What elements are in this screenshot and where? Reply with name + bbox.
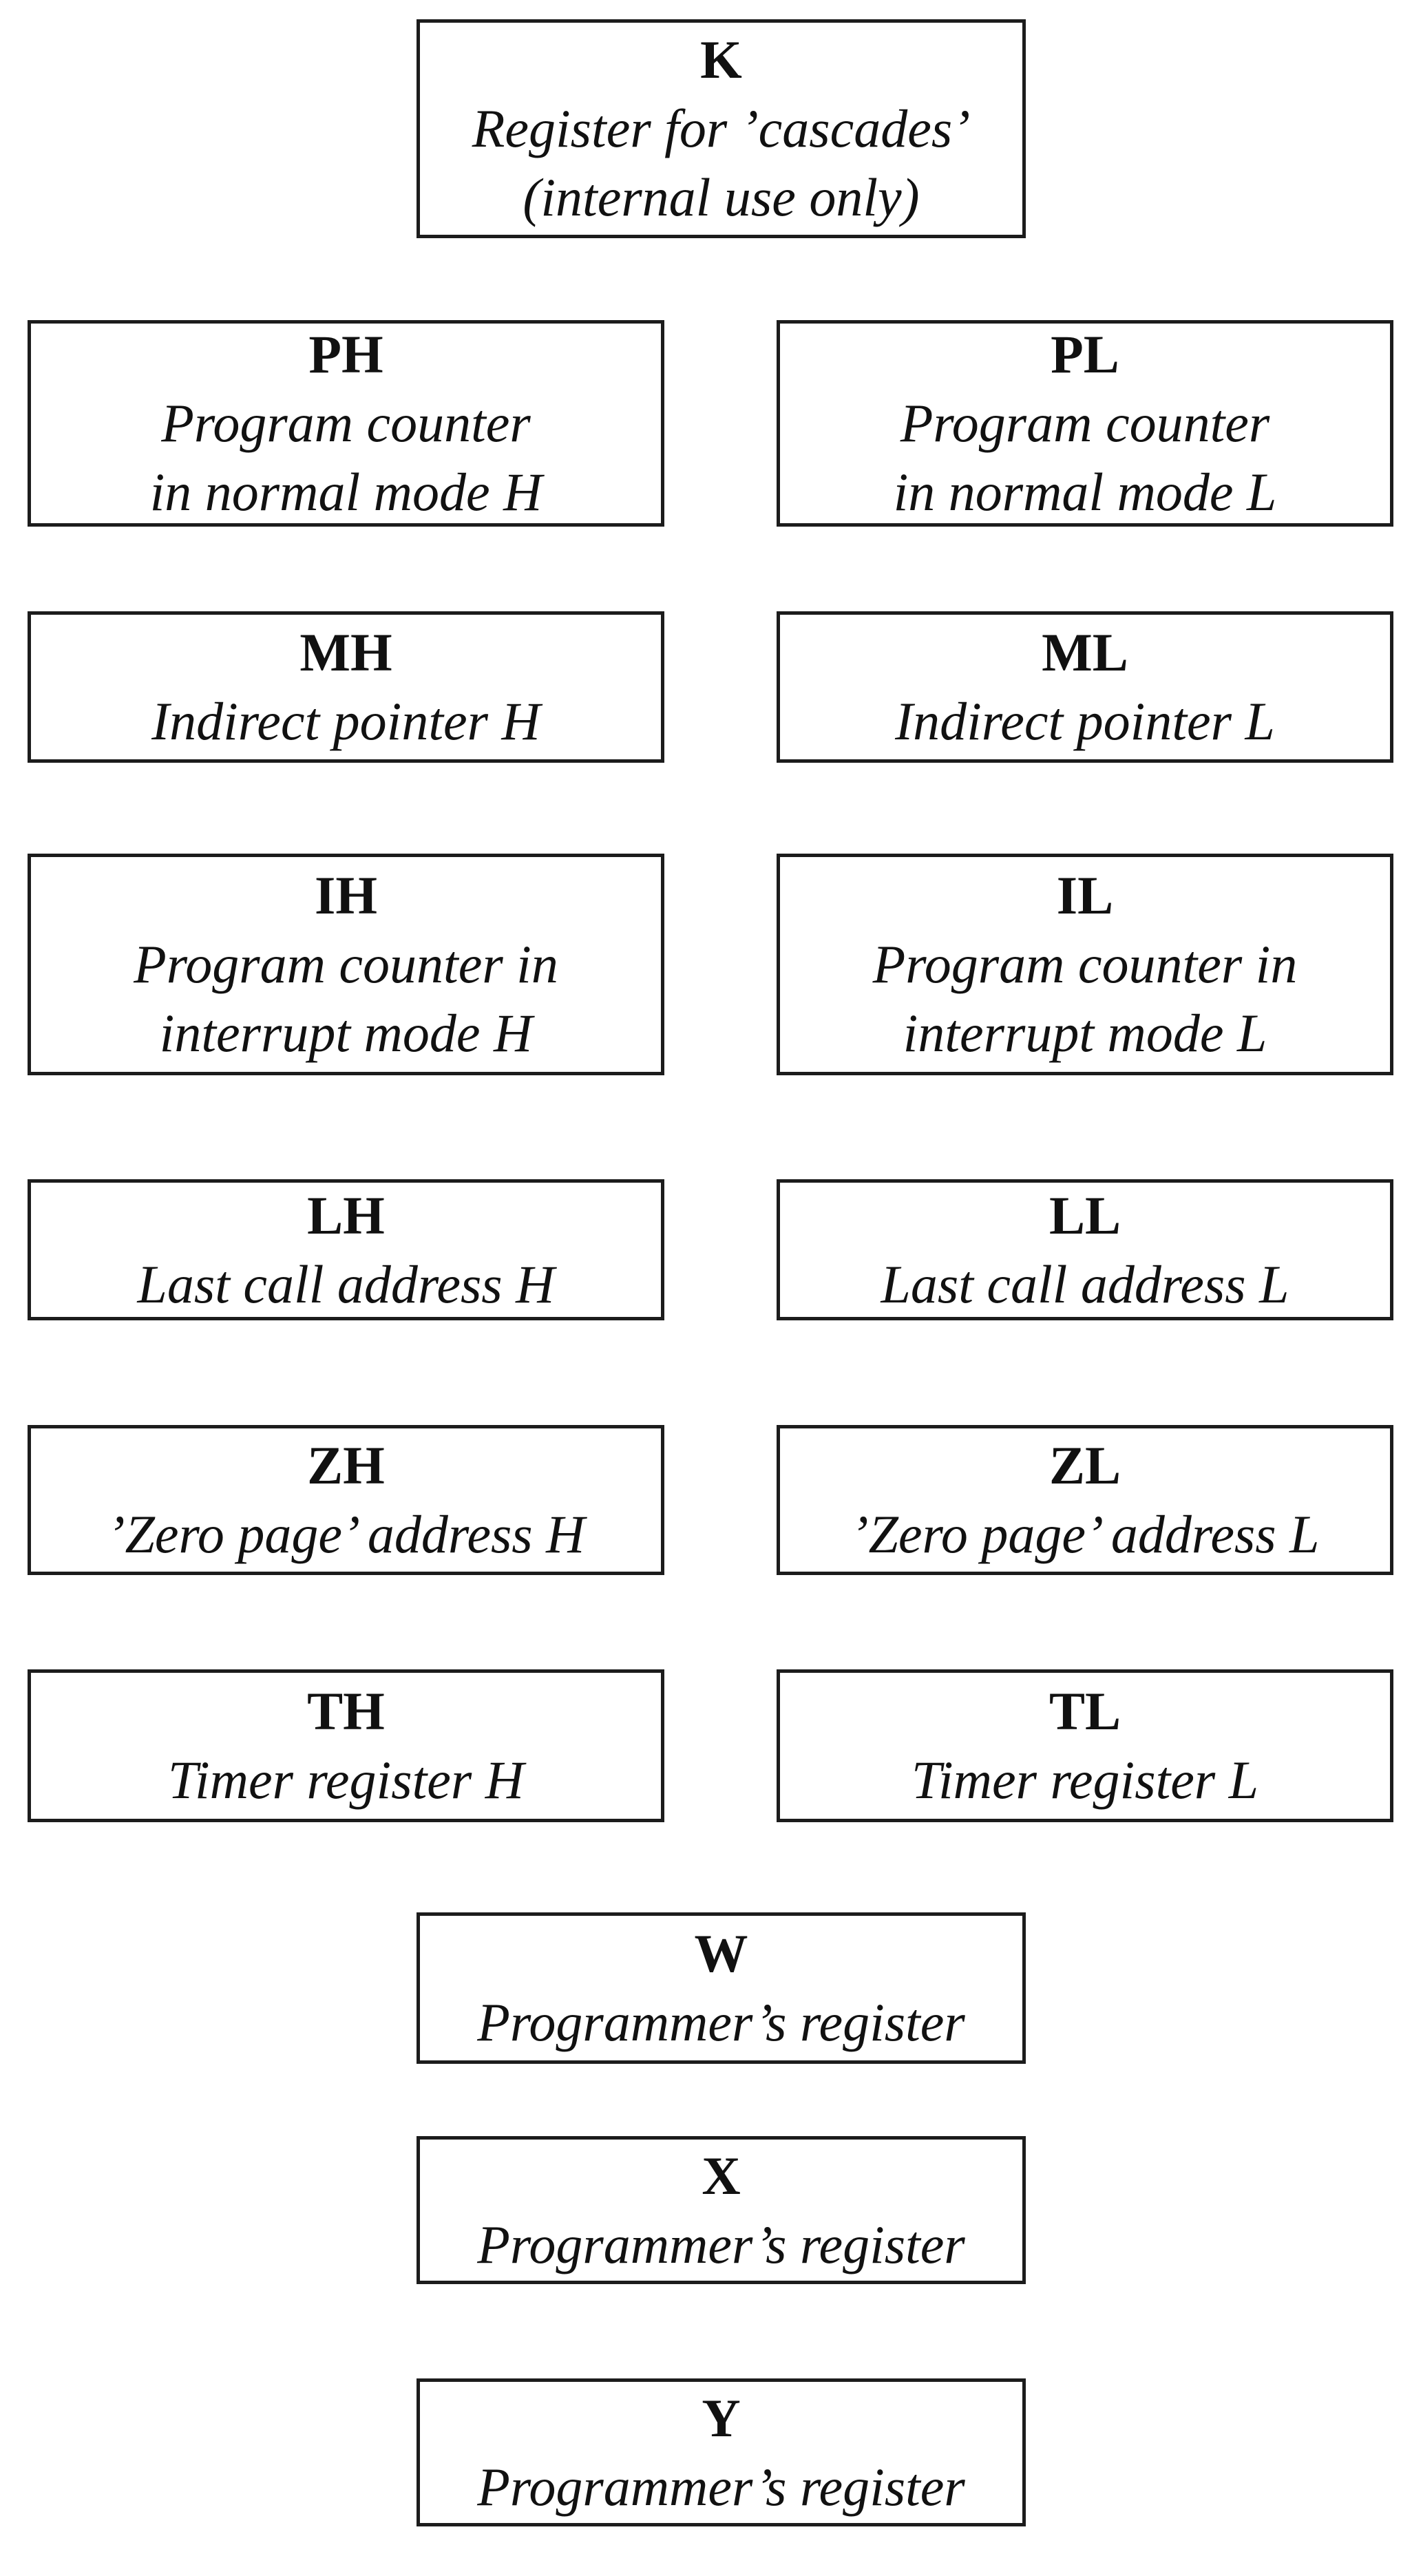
register-description: Program counter in interrupt mode H [134, 934, 558, 1063]
register-box-ml: ML Indirect pointer L [777, 611, 1393, 763]
register-description: Program counter in normal mode L [893, 393, 1277, 522]
register-code: ZH [307, 1435, 385, 1496]
register-box-th: TH Timer register H [28, 1669, 664, 1822]
register-description: Last call address L [881, 1254, 1289, 1314]
register-description: Last call address H [137, 1254, 555, 1314]
register-description: Program counter in interrupt mode L [872, 934, 1298, 1063]
register-description: Programmer’s register [477, 1992, 965, 2052]
register-box-k: K Register for ’cascades’ (internal use … [417, 19, 1026, 238]
register-code: W [694, 1923, 748, 1984]
register-code: IH [314, 865, 378, 926]
register-code: IL [1056, 865, 1114, 926]
register-code: TL [1049, 1681, 1121, 1742]
register-code: TH [307, 1681, 385, 1742]
register-box-il: IL Program counter in interrupt mode L [777, 854, 1393, 1075]
register-description: ’Zero page’ address L [850, 1504, 1320, 1564]
register-code: PL [1051, 324, 1119, 385]
register-description: ’Zero page’ address H [107, 1504, 585, 1564]
register-code: LH [307, 1185, 385, 1245]
register-description: Programmer’s register [477, 2456, 965, 2517]
register-description: Indirect pointer H [151, 691, 540, 751]
register-box-mh: MH Indirect pointer H [28, 611, 664, 763]
register-box-lh: LH Last call address H [28, 1179, 664, 1320]
register-box-w: W Programmer’s register [417, 1912, 1026, 2064]
register-box-zh: ZH ’Zero page’ address H [28, 1425, 664, 1575]
register-description: Indirect pointer L [895, 691, 1275, 751]
register-code: ZL [1049, 1435, 1121, 1496]
register-description: Programmer’s register [477, 2214, 965, 2274]
register-box-ph: PH Program counter in normal mode H [28, 320, 664, 527]
register-description: Timer register H [167, 1750, 525, 1810]
register-code: K [700, 30, 742, 90]
register-code: PH [308, 324, 383, 385]
register-code: Y [702, 2387, 741, 2448]
register-box-zl: ZL ’Zero page’ address L [777, 1425, 1393, 1575]
register-description: Program counter in normal mode H [149, 393, 542, 522]
register-box-tl: TL Timer register L [777, 1669, 1393, 1822]
register-description: Timer register L [911, 1750, 1259, 1810]
register-box-pl: PL Program counter in normal mode L [777, 320, 1393, 527]
register-description: Register for ’cascades’ (internal use on… [472, 98, 971, 227]
register-box-ll: LL Last call address L [777, 1179, 1393, 1320]
register-code: ML [1042, 622, 1128, 683]
register-box-x: X Programmer’s register [417, 2136, 1026, 2284]
register-box-y: Y Programmer’s register [417, 2378, 1026, 2526]
register-code: X [702, 2145, 741, 2206]
register-code: MH [299, 622, 392, 683]
register-box-ih: IH Program counter in interrupt mode H [28, 854, 664, 1075]
register-code: LL [1049, 1185, 1121, 1245]
